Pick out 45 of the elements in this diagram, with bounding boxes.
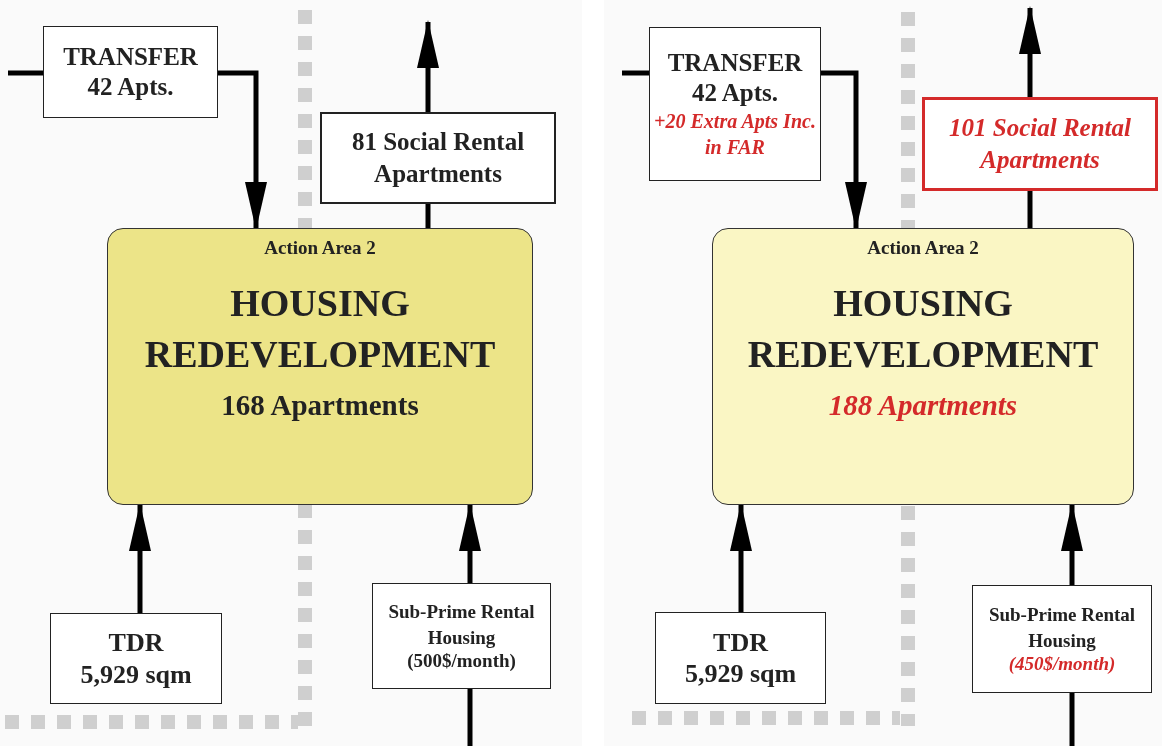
rental-housing-box (372, 583, 551, 689)
housing-redevelopment-box (107, 228, 533, 505)
arrow (417, 20, 439, 112)
rent-value: (450$/month) (1007, 653, 1117, 677)
box-text: 81 Social Rental Apartments (350, 126, 526, 189)
apartment-count: 168 Apartments (220, 388, 420, 424)
arrow (129, 503, 151, 613)
box-title: TDR (712, 626, 770, 658)
arrow (1061, 503, 1083, 585)
housing-redevelopment-box (712, 228, 1134, 505)
box-title: Sub-Prime Rental Housing (987, 602, 1137, 653)
area-value: 5,929 sqm (683, 658, 798, 690)
arrow (821, 70, 867, 230)
rent-value: (500$/month) (406, 650, 517, 674)
connector-line (1069, 693, 1075, 746)
area-value: 5,929 sqm (79, 658, 193, 690)
box-title: Sub-Prime Rental Housing (387, 599, 536, 650)
connector-line (8, 70, 43, 76)
connector-line (425, 204, 431, 228)
box-title: HOUSING REDEVELOPMENT (143, 280, 497, 378)
transfer-box (43, 26, 218, 118)
arrow (1019, 6, 1041, 97)
tdr-box (50, 613, 222, 704)
apartment-count: 188 Apartments (827, 388, 1019, 424)
area-label: Action Area 2 (866, 237, 980, 260)
connector-line (467, 689, 473, 746)
connector-line (622, 70, 649, 76)
arrow (730, 503, 752, 612)
box-title: HOUSING REDEVELOPMENT (746, 280, 1100, 378)
arrow (459, 503, 481, 583)
box-text: 101 Social Rental Apartments (948, 112, 1132, 175)
box-title: TRANSFER (666, 48, 804, 78)
area-label: Action Area 2 (263, 237, 377, 260)
note-text: +20 Extra Apts Inc. in FAR (653, 109, 817, 160)
connector-line (1027, 191, 1033, 228)
box-title: TDR (107, 627, 165, 659)
arrow (218, 70, 267, 230)
tdr-box (655, 612, 826, 704)
transfer-box (649, 27, 821, 181)
rental-housing-box (972, 585, 1152, 693)
apartment-count: 42 Apts. (690, 78, 780, 108)
apartment-count: 42 Apts. (86, 72, 175, 102)
box-title: TRANSFER (62, 42, 199, 72)
output-box (922, 97, 1158, 191)
output-box (320, 112, 556, 204)
